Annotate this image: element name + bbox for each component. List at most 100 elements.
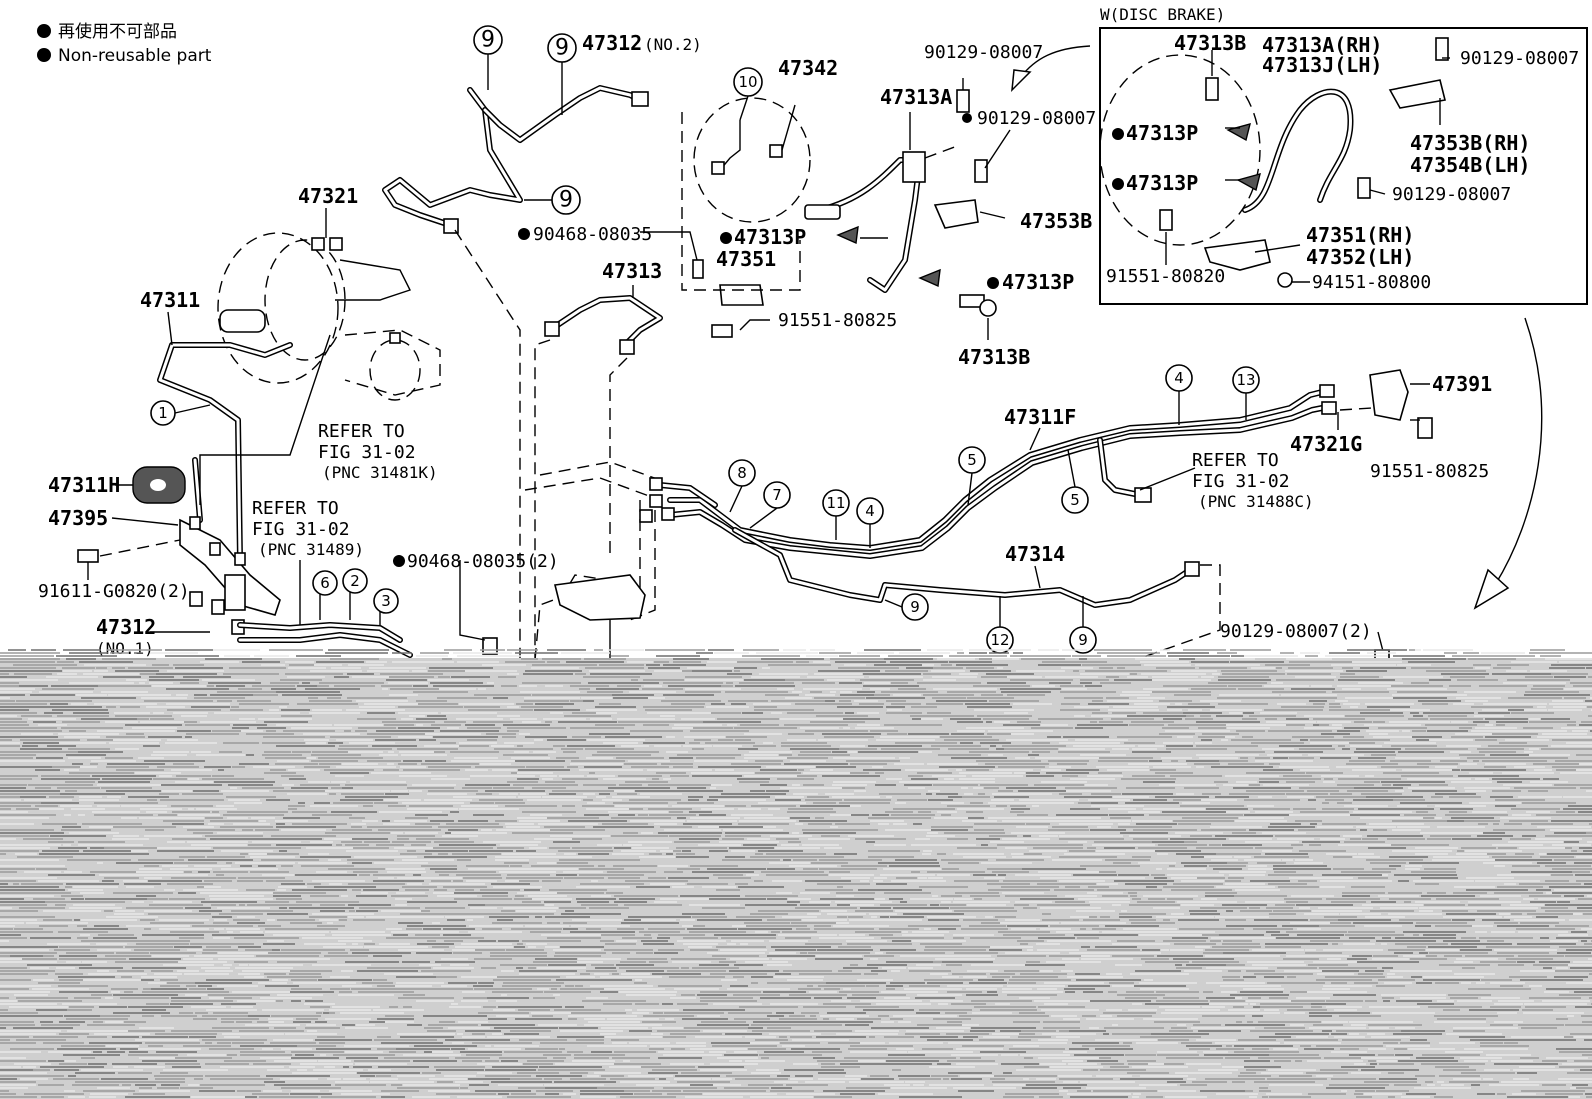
inset-label: 47313P — [1126, 171, 1198, 195]
bolt-head-icon — [979, 299, 997, 317]
inset-return-arrow — [1494, 317, 1543, 586]
torn-noise-region — [0, 649, 1592, 1099]
inset-bolt-icon — [1357, 177, 1371, 199]
part-label: (NO.1) — [96, 639, 154, 658]
part-label: 91551-80825 — [1370, 461, 1489, 482]
inset-clip-icon — [1236, 173, 1261, 192]
arrowhead-icon — [1011, 69, 1032, 93]
non-reusable-marker-icon — [518, 228, 530, 240]
inset-bolt-icon — [1159, 209, 1173, 231]
nut-icon — [234, 552, 246, 566]
flare-nut-icon — [619, 339, 635, 355]
part-label: 90129-08007(2) — [1220, 621, 1372, 642]
inset-label: 47313B — [1174, 31, 1246, 55]
joint-block-icon — [224, 574, 246, 611]
clip-47351 — [719, 284, 764, 306]
refer-note: (PNC 31489) — [258, 540, 364, 559]
flare-nut-icon — [1321, 401, 1337, 415]
part-label: 47321G — [1290, 432, 1362, 456]
part-label: (NO.2) — [644, 35, 702, 54]
inset-bolt-icon — [1435, 37, 1449, 61]
refer-note: REFER TO — [318, 421, 405, 442]
flare-nut-icon — [1134, 487, 1152, 503]
bracket-47391 — [1369, 369, 1409, 421]
part-label: 47313P — [734, 225, 806, 249]
refer-note: (PNC 31488C) — [1198, 492, 1314, 511]
part-label: 47391 — [1432, 372, 1492, 396]
non-reusable-marker-icon — [987, 277, 999, 289]
clip-icon — [836, 225, 859, 245]
inset-label: 47313A(RH) — [1262, 33, 1382, 57]
inset-label: 47313J(LH) — [1262, 53, 1382, 77]
callout-7: 7 — [763, 481, 791, 509]
callout-4: 4 — [1165, 364, 1193, 392]
svg-text:5: 5 — [967, 451, 977, 469]
refer-note: REFER TO — [1192, 450, 1279, 471]
tube-47312-no2 — [382, 87, 523, 228]
flare-nut-icon — [639, 509, 653, 523]
callout-9: 9 — [1069, 626, 1097, 654]
part-label: 47321 — [298, 184, 358, 208]
svg-text:9: 9 — [1078, 631, 1088, 649]
svg-text:12: 12 — [990, 631, 1009, 649]
callout-9: 9 — [473, 25, 503, 55]
non-reusable-marker-icon — [720, 232, 732, 244]
svg-text:5: 5 — [1070, 491, 1080, 509]
part-label: 47312 — [96, 615, 156, 639]
part-label: 47342 — [778, 56, 838, 80]
callout-8: 8 — [728, 459, 756, 487]
inset-label: 94151-80800 — [1312, 272, 1431, 293]
callout-13: 13 — [1232, 366, 1260, 394]
non-reusable-marker-icon — [1112, 178, 1124, 190]
tube-47313 — [547, 295, 663, 348]
svg-text:4: 4 — [1174, 369, 1184, 387]
svg-text:3: 3 — [381, 592, 391, 610]
svg-text:9: 9 — [910, 598, 920, 616]
part-label: 47353B — [1020, 209, 1092, 233]
svg-text:10: 10 — [738, 73, 757, 91]
part-label: 91551-80825 — [778, 310, 897, 331]
bracket-47353B — [933, 199, 979, 229]
inset-flex-hose — [1242, 88, 1354, 213]
svg-text:9: 9 — [559, 188, 573, 213]
inset-label: 47351(RH) — [1306, 223, 1414, 247]
arrowhead-icon — [1473, 568, 1510, 610]
svg-text:4: 4 — [865, 502, 875, 520]
non-reusable-marker-icon — [37, 48, 51, 62]
part-label: 47311F — [1004, 405, 1076, 429]
inset-clip-icon — [1226, 123, 1251, 142]
part-label: 47313P — [1002, 270, 1074, 294]
disc-brake-inset: W(DISC BRAKE) 47313B 47313A(RH) 47313J(L… — [1099, 5, 1588, 305]
bolt-icon — [956, 89, 970, 113]
refer-note: REFER TO — [252, 498, 339, 519]
part-label: 47314 — [1005, 542, 1065, 566]
callout-5: 5 — [958, 446, 986, 474]
flare-nut-icon — [649, 477, 663, 491]
nut-icon — [189, 516, 201, 530]
part-label: 47313A — [880, 85, 952, 109]
inset-label: 90129-08007 — [1460, 48, 1579, 69]
callouts: 9 9 9 10 1 6 2 3 8 7 11 4 5 5 4 13 9 12 … — [150, 25, 1260, 654]
refer-note: FIG 31-02 — [252, 519, 350, 540]
svg-text:2: 2 — [350, 572, 360, 590]
flare-nut-icon — [544, 321, 560, 337]
part-label: 90468-08035 — [533, 224, 652, 245]
nut-icon — [711, 161, 725, 175]
flare-nut-icon — [1184, 561, 1200, 577]
callout-11: 11 — [822, 489, 850, 517]
refer-note: (PNC 31481K) — [322, 463, 438, 482]
inset-nut-icon — [1277, 272, 1293, 288]
noise-streaks — [0, 649, 1592, 1098]
legend-jp: 再使用不可部品 — [58, 21, 177, 42]
non-reusable-marker-icon — [37, 24, 51, 38]
nut-icon — [189, 591, 203, 607]
inset-label: 47353B(RH) — [1410, 131, 1530, 155]
booster-body — [217, 232, 339, 384]
callout-2: 2 — [342, 568, 368, 594]
refer-note: FIG 31-02 — [1192, 471, 1290, 492]
callout-3: 3 — [373, 588, 399, 614]
part-label: 91611-G0820(2) — [38, 581, 190, 602]
noise-streaks — [0, 649, 1592, 1098]
clip-icon — [482, 637, 498, 655]
